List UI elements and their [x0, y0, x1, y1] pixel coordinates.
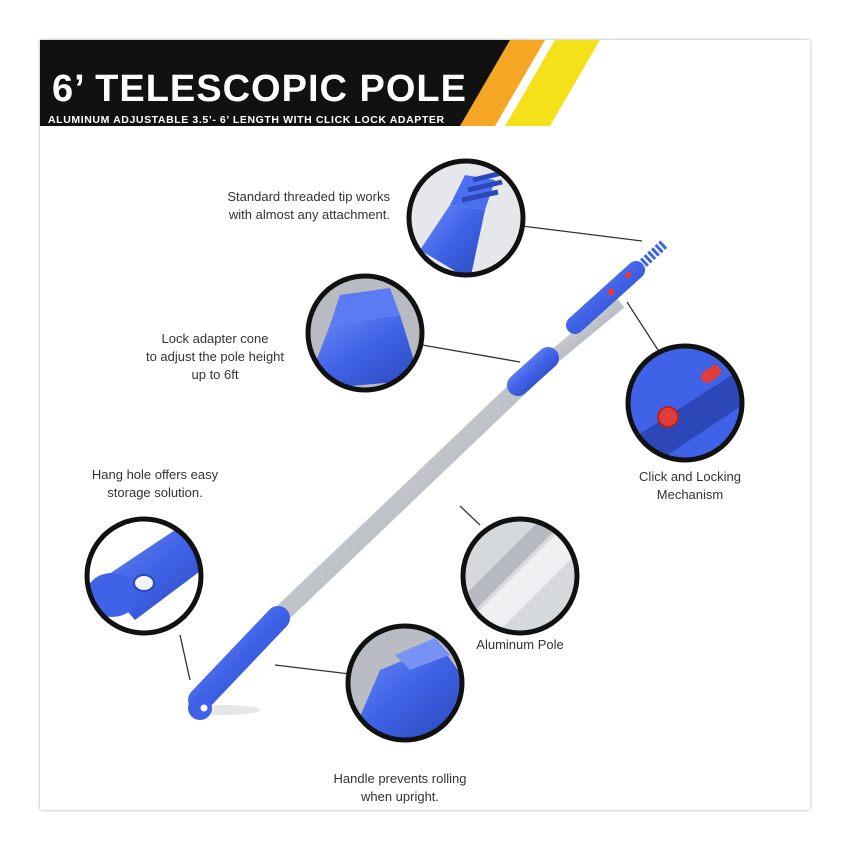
connector-lines	[179, 225, 659, 681]
detail-circle-handle	[345, 623, 465, 743]
callout-click-lock: Click and Locking Mechanism	[639, 469, 741, 502]
callout-lock-cone: Lock adapter cone to adjust the pole hei…	[145, 331, 285, 382]
detail-circle-aluminum	[460, 516, 580, 636]
yellow-stripe	[505, 40, 600, 126]
detail-circle-hang-hole	[84, 516, 204, 636]
page-title: 6’ TELESCOPIC POLE	[52, 68, 467, 110]
header-banner	[40, 40, 600, 126]
callout-threaded-tip: Standard threaded tip works with almost …	[227, 189, 390, 222]
banner-background	[40, 40, 535, 126]
detail-circle-threaded-tip	[406, 158, 526, 278]
product-illustration	[40, 40, 745, 743]
title-banner: 6’ TELESCOPIC POLE ALUMINUM ADJUSTABLE 3…	[40, 46, 540, 126]
telescopic-pole	[188, 240, 668, 720]
detail-circle-lock-cone	[305, 273, 425, 393]
callout-aluminum: Aluminum Pole	[476, 637, 564, 652]
orange-stripe	[460, 40, 545, 126]
callout-handle: Handle prevents rolling when upright.	[333, 771, 467, 804]
product-card: 6’ TELESCOPIC POLE ALUMINUM ADJUSTABLE 3…	[40, 40, 810, 810]
page-subtitle: ALUMINUM ADJUSTABLE 3.5’- 6’ LENGTH WITH…	[48, 114, 445, 126]
detail-circle-click-lock	[625, 343, 745, 463]
callout-hang-hole: Hang hole offers easy storage solution.	[91, 467, 219, 500]
